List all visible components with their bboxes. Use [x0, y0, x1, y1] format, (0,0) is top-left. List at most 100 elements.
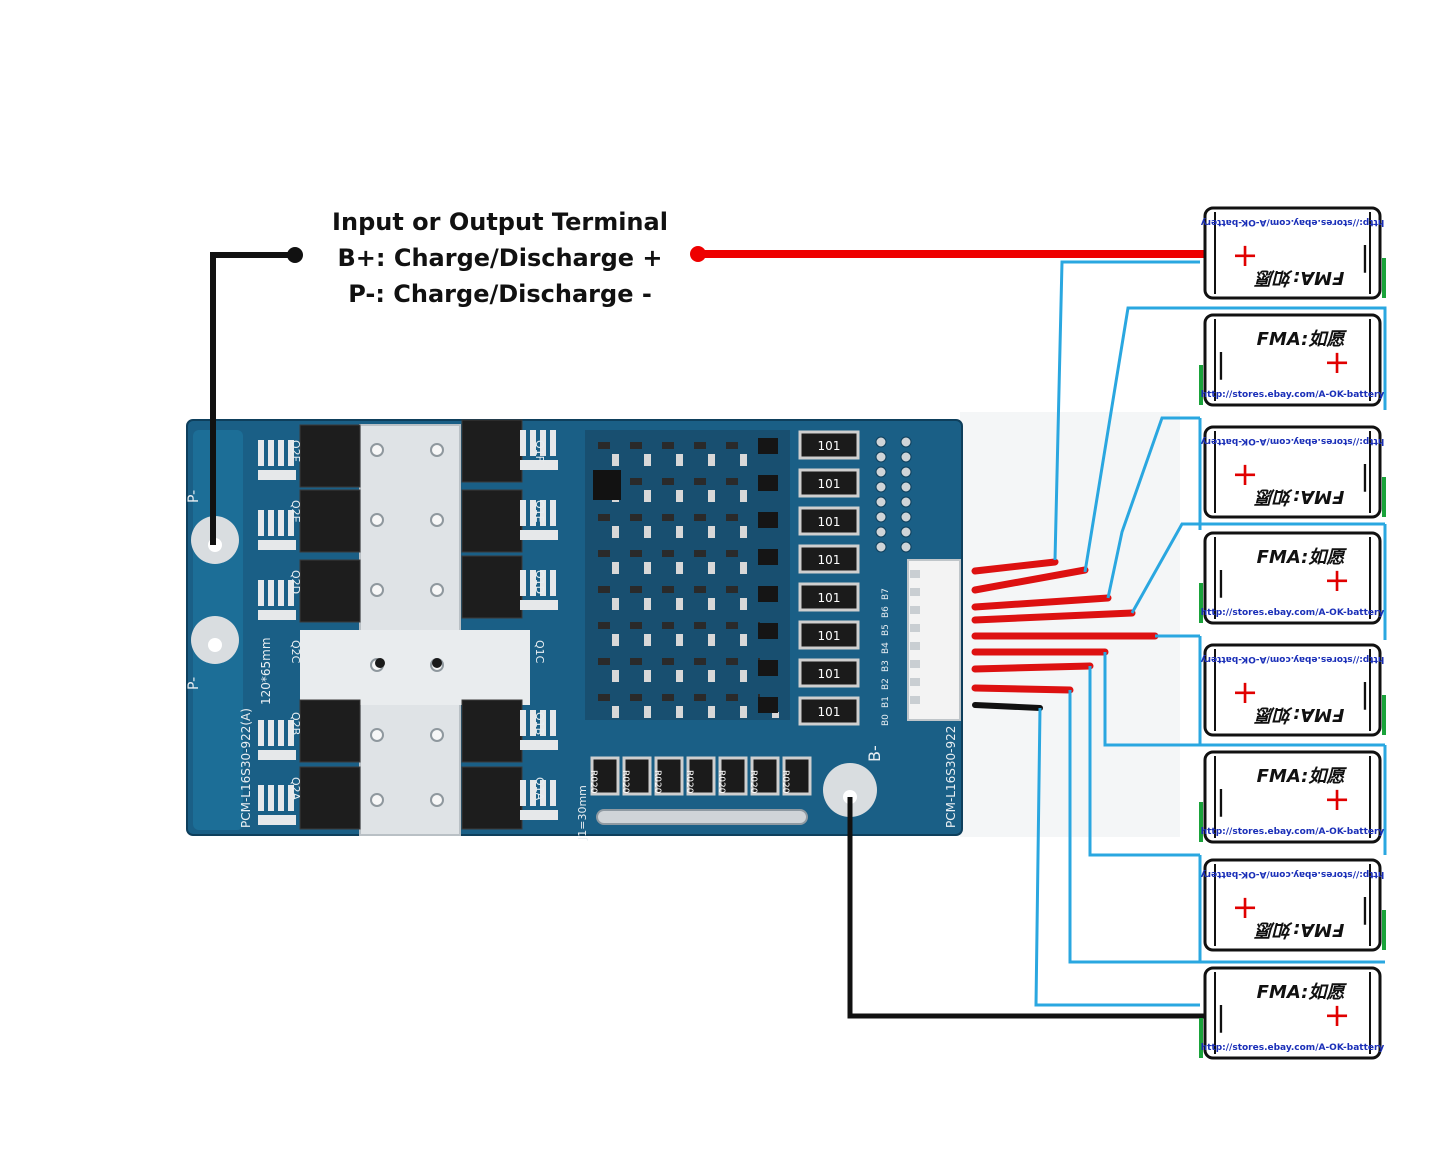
balance-resistor	[798, 506, 860, 536]
cell-brand: FMA:如愿	[1254, 267, 1345, 288]
balance-resistor	[798, 544, 860, 574]
smd-cap	[676, 454, 683, 466]
smd-cap	[612, 706, 619, 718]
connector-pin-label: B6	[881, 606, 891, 618]
mosfet-label: Q2C	[289, 640, 302, 664]
smd-cap	[644, 490, 651, 502]
balance-lead	[1068, 690, 1385, 964]
mosfet-lead	[540, 570, 546, 596]
smd-cap	[740, 706, 747, 718]
screw-hole	[432, 658, 442, 668]
header-pad	[900, 436, 912, 448]
smd-cap	[708, 454, 715, 466]
mosfet-tab	[520, 740, 558, 750]
balance-resistor	[798, 430, 860, 460]
header-pad	[900, 451, 912, 463]
sense-wire	[971, 558, 1059, 575]
cell-minus: |	[1216, 784, 1225, 817]
cell-url: http://stores.ebay.com/A-OK-battery	[1201, 217, 1385, 227]
shunt-resistor	[590, 756, 620, 796]
smd-cap	[644, 670, 651, 682]
battery-cell: http://stores.ebay.com/A-OK-batteryFMA:如…	[1199, 966, 1385, 1060]
smd-cap	[740, 670, 747, 682]
battery-cell: http://stores.ebay.com/A-OK-batteryFMA:如…	[1201, 643, 1386, 737]
mosfet-lead	[288, 510, 294, 536]
smd-part	[598, 658, 610, 665]
header-pad	[900, 541, 912, 553]
smd-cap	[644, 454, 651, 466]
mosfet-lead	[520, 710, 526, 736]
smd-cap	[612, 634, 619, 646]
battery-cell: http://stores.ebay.com/A-OK-batteryFMA:如…	[1201, 206, 1386, 300]
mosfet	[461, 419, 523, 483]
b-plus-wire-end	[690, 246, 706, 262]
mosfet-lead	[258, 580, 264, 606]
smd-part	[662, 586, 674, 593]
mosfet-array	[258, 419, 558, 830]
mosfet-lead	[268, 720, 274, 746]
mosfet-lead	[520, 780, 526, 806]
mosfet-lead	[258, 785, 264, 811]
header-pad	[900, 496, 912, 508]
mosfet-lead	[278, 510, 284, 536]
smd-strip	[760, 432, 782, 712]
header-pad	[875, 451, 887, 463]
connector-pin	[910, 624, 920, 632]
balance-resistor-label: 101	[818, 667, 841, 681]
cell-url: http://stores.ebay.com/A-OK-battery	[1201, 390, 1385, 400]
cell-brand: FMA:如愿	[1257, 766, 1348, 787]
mosfet	[299, 766, 361, 830]
shunt-label: R020	[652, 770, 662, 794]
smd-part	[726, 478, 738, 485]
mosfet-tab	[258, 610, 296, 620]
smd-part	[694, 586, 706, 593]
balance-lead	[1053, 260, 1200, 561]
mosfet-tab	[258, 540, 296, 550]
balance-lead	[1103, 652, 1385, 747]
smd-cap	[676, 526, 683, 538]
smd-part	[726, 550, 738, 557]
cell-link-tab	[1382, 477, 1386, 517]
balance-transistor	[758, 549, 778, 565]
balance-leads	[1034, 260, 1387, 1007]
caption-line-3: P-: Charge/Discharge -	[348, 280, 652, 308]
balance-resistor	[798, 620, 860, 650]
cell-url: http://stores.ebay.com/A-OK-battery	[1201, 827, 1385, 837]
smd-cap	[644, 706, 651, 718]
smd-part	[694, 622, 706, 629]
mosfet-tab	[520, 530, 558, 540]
sense-wire	[971, 566, 1089, 594]
smd-part	[630, 478, 642, 485]
smd-cap	[708, 562, 715, 574]
model-label-a: PCM-L16S30-922(A)	[239, 708, 253, 828]
smd-cap	[740, 526, 747, 538]
balance-transistor	[758, 475, 778, 491]
smd-part	[694, 658, 706, 665]
cell-plus: +	[1232, 888, 1259, 926]
balance-resistor-label: 101	[818, 553, 841, 567]
balance-resistor-label: 101	[818, 591, 841, 605]
smd-part	[662, 550, 674, 557]
screw	[370, 728, 384, 742]
mosfet-tab	[520, 460, 558, 470]
balance-resistor	[798, 696, 860, 726]
mosfet-lead	[258, 440, 264, 466]
connector-pin-label: B4	[881, 642, 891, 654]
connector-pin	[910, 696, 920, 704]
battery-cell: http://stores.ebay.com/A-OK-batteryFMA:如…	[1201, 425, 1386, 519]
header-pad	[875, 481, 887, 493]
cell-brand: FMA:如愿	[1254, 486, 1345, 507]
battery-cell: http://stores.ebay.com/A-OK-batteryFMA:如…	[1201, 858, 1386, 952]
header-pad	[875, 466, 887, 478]
mosfet	[461, 699, 523, 763]
cell-url: http://stores.ebay.com/A-OK-battery	[1201, 1043, 1385, 1053]
screw	[430, 728, 444, 742]
mosfet-lead	[540, 430, 546, 456]
shunt-resistor	[718, 756, 748, 796]
connector-pin-label: B5	[881, 624, 891, 636]
smd-part	[630, 622, 642, 629]
